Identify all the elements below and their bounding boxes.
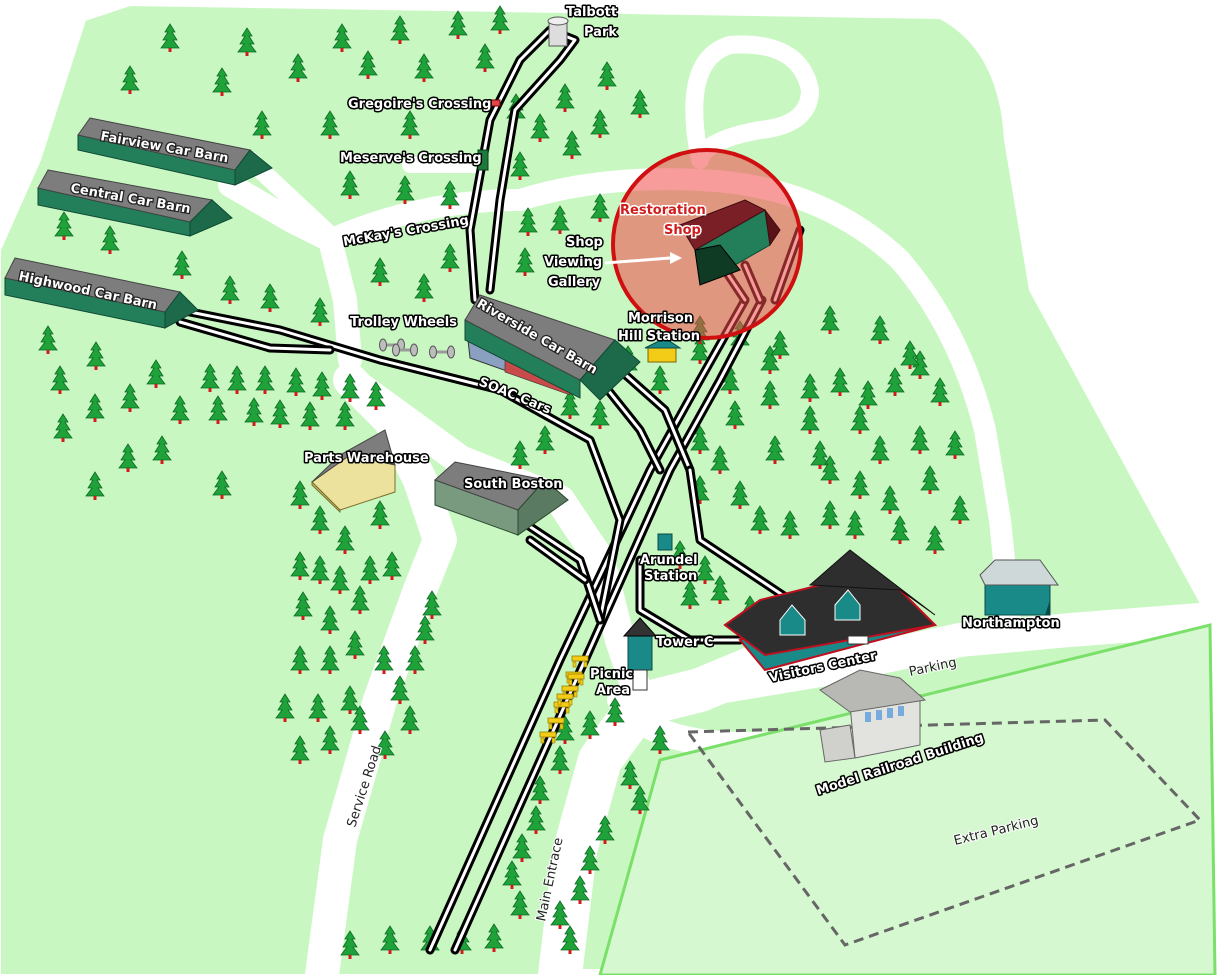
parts-warehouse-label: Parts Warehouse — [304, 451, 429, 466]
shop-viewing-gallery-label-2: Viewing — [544, 255, 602, 270]
arundel-station[interactable] — [657, 533, 673, 551]
talbott-park-label-2: Park — [584, 25, 617, 40]
meserves-crossing-label: Meserve's Crossing — [340, 151, 482, 166]
road-network — [218, 35, 1217, 975]
talbott-park-label-1: Talbott — [566, 5, 617, 20]
extra-parking-lot[interactable] — [598, 623, 1217, 975]
shop-viewing-gallery-label-3: Gallery — [548, 275, 601, 290]
gregoires-crossing-sign — [489, 99, 501, 107]
picnic-area-label-1: Picnic — [590, 667, 633, 682]
picnic-area-label-2: Area — [596, 683, 630, 698]
model-railroad-building[interactable] — [819, 669, 927, 763]
restoration-shop-label-2: Shop — [664, 223, 701, 238]
northampton-label: Northampton — [962, 616, 1060, 631]
tower-c-label: Tower C — [656, 635, 713, 650]
talbott-park-tower[interactable] — [547, 16, 569, 47]
central-car-barn[interactable]: Central Car Barn — [37, 169, 233, 237]
viewing-gallery-pointer — [604, 256, 671, 265]
parts-warehouse[interactable] — [311, 429, 396, 514]
morrison-hill-station[interactable] — [644, 337, 682, 363]
arundel-station-label-2: Station — [644, 569, 697, 584]
meserves-crossing-sign — [477, 149, 489, 171]
viewing-gallery-arrowhead — [670, 252, 682, 264]
morrison-hill-station-label-2: Hill Station — [618, 329, 700, 344]
riverside-car-barn[interactable]: Riverside Car Barn — [464, 294, 641, 401]
restoration-shop-highlight[interactable] — [611, 148, 803, 340]
arundel-station-label-1: Arundel — [640, 553, 698, 568]
south-boston-label: South Boston — [464, 477, 563, 492]
gregoires-crossing-label: Gregoire's Crossing — [348, 97, 491, 112]
trolley-wheels-label: Trolley Wheels — [350, 315, 457, 330]
south-boston-barn[interactable] — [434, 461, 569, 536]
morrison-hill-station-label-1: Morrison — [628, 311, 693, 326]
shop-viewing-gallery-label-1: Shop — [566, 235, 603, 250]
northampton-building[interactable] — [979, 559, 1059, 616]
railway-tracks — [175, 25, 805, 955]
visitors-center[interactable] — [723, 549, 938, 672]
restoration-shop-label-1: Restoration — [620, 203, 706, 218]
tower-c[interactable] — [622, 617, 658, 691]
